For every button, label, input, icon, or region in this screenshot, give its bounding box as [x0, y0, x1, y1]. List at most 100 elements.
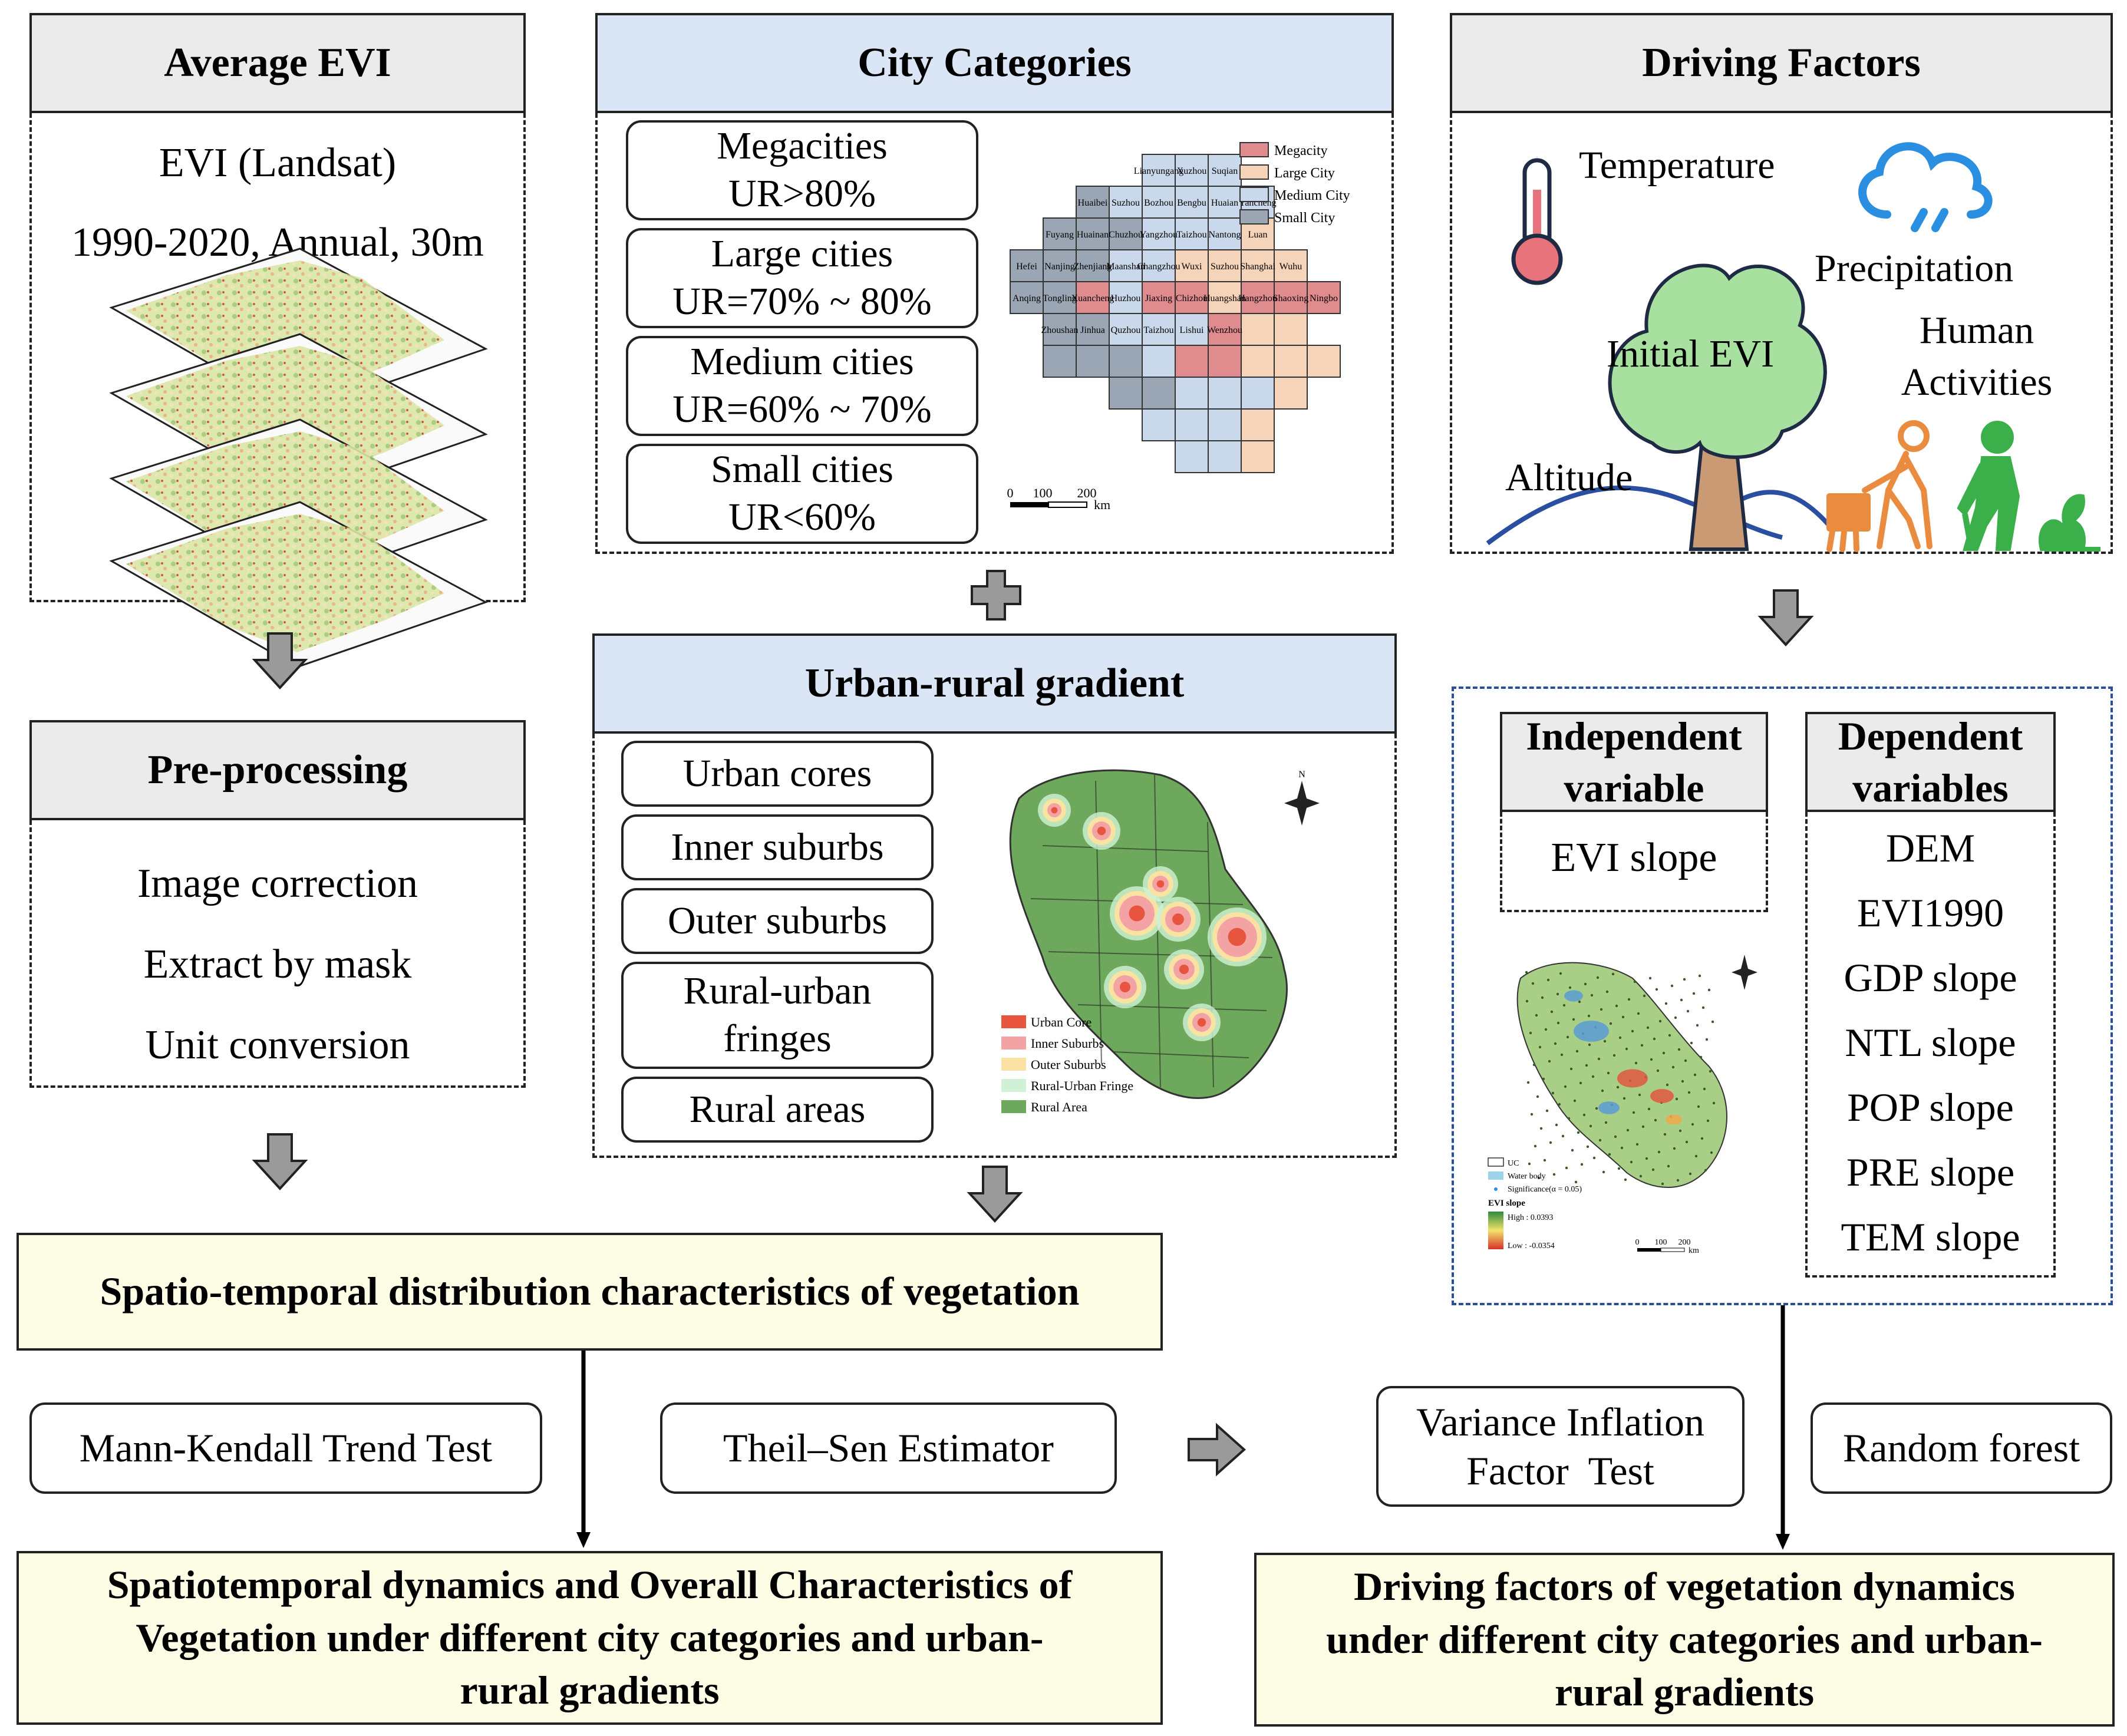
city-legend-label: Small City	[1274, 210, 1335, 226]
independent-title-line2: variable	[1564, 765, 1704, 810]
output-right-line1: Driving factors of vegetation dynamics	[1354, 1563, 2015, 1609]
city-region	[1208, 345, 1242, 378]
city-name-label: Xuzhou	[1177, 166, 1207, 176]
output-left-line2: Vegetation under different city categori…	[136, 1615, 1044, 1660]
city-legend-swatch	[1239, 209, 1269, 225]
city-name-label: Wenzhou	[1207, 325, 1242, 335]
urban-core-spot	[1156, 880, 1165, 888]
dependent-variable-item: EVI1990	[1856, 890, 2004, 935]
city-region	[1175, 440, 1209, 473]
tree-icon	[1608, 263, 1827, 551]
city-legend-label: Large City	[1274, 166, 1335, 181]
gradient-zone-label: Rural areas	[689, 1087, 866, 1131]
city-name-label: Chizhou	[1176, 293, 1208, 303]
gradient-map-boundary	[1207, 821, 1214, 1088]
altitude-curve-icon	[1486, 486, 1783, 546]
spatio-temporal-title: Spatio-temporal distribution characteris…	[100, 1269, 1080, 1314]
city-region	[1109, 377, 1143, 410]
city-category-rule: UR<60%	[728, 496, 876, 539]
city-region	[1274, 313, 1308, 346]
gradient-legend-swatch	[1001, 1100, 1026, 1113]
gradient-legend-swatch	[1001, 1058, 1026, 1071]
label-human-line2: Activities	[1901, 361, 2053, 404]
city-name-label: Huaibei	[1078, 198, 1108, 208]
city-name-label: Shaoxing	[1273, 293, 1308, 303]
city-name-label: Jinhua	[1080, 325, 1105, 335]
city-region	[1175, 345, 1209, 378]
city-name-label: Maanshan	[1106, 262, 1145, 272]
connector-right	[1776, 1305, 1790, 1550]
city-region	[1142, 408, 1176, 441]
city-region	[1076, 313, 1110, 346]
city-region	[1241, 377, 1275, 410]
average-evi-panel: EVI (Landsat) 1990-2020, Annual, 30m	[29, 113, 526, 668]
city-name-label: Tongling	[1043, 293, 1077, 303]
sig-legend-uc: UC	[1508, 1159, 1519, 1168]
city-name-label: Xuancheng	[1071, 293, 1114, 303]
urban-rural-header: Urban-rural gradient	[592, 633, 1397, 734]
gradient-legend-label: Inner Suburbs	[1031, 1036, 1104, 1051]
city-name-label: Wuxi	[1182, 262, 1202, 272]
city-region	[1076, 345, 1110, 378]
urban-core-spot	[1228, 928, 1246, 946]
city-region	[1208, 217, 1242, 250]
north-label: N	[1298, 770, 1305, 780]
gradient-map-boundary	[1113, 1051, 1249, 1058]
urban-core-spot	[1051, 807, 1058, 814]
urban-core-spot	[1197, 1018, 1206, 1027]
city-region	[1208, 281, 1242, 314]
vif-line1: Variance Inflation	[1416, 1399, 1704, 1444]
evi-layer-stack-image	[109, 247, 488, 668]
independent-evi-slope: EVI slope	[1551, 835, 1717, 880]
city-region	[1142, 186, 1176, 219]
city-region	[1175, 249, 1209, 282]
city-name-label: Wuhu	[1280, 262, 1302, 272]
output-left-line3: rural gradients	[460, 1668, 720, 1713]
city-name-label: Taizhou	[1143, 325, 1173, 335]
thermometer-icon	[1511, 158, 1563, 285]
gradient-legend-label: Rural-Urban Fringe	[1031, 1078, 1133, 1093]
evi-layer-raster	[126, 514, 444, 652]
city-region	[1142, 313, 1176, 346]
output-left-box: Spatiotemporal dynamics and Overall Char…	[17, 1551, 1163, 1725]
dependent-variable-item: POP slope	[1847, 1085, 2014, 1130]
sig-scale-tick: 100	[1655, 1238, 1667, 1247]
city-region	[1043, 313, 1077, 346]
gradient-legend-label: Outer Suburbs	[1031, 1057, 1106, 1072]
driving-factors-panel: Temperature Precipitation Initial EVI Hu…	[1450, 113, 2113, 554]
rain-cloud-icon	[1858, 142, 1993, 232]
sig-legend-slope-title: EVI slope	[1488, 1199, 1525, 1208]
connector-left	[576, 1351, 591, 1548]
city-region	[1307, 281, 1341, 314]
city-name-label: Lishui	[1180, 325, 1204, 335]
city-region	[1175, 408, 1209, 441]
label-precipitation: Precipitation	[1815, 247, 2013, 290]
city-region	[1076, 281, 1110, 314]
plus-icon	[971, 570, 1021, 621]
label-initial-evi: Initial EVI	[1607, 332, 1774, 375]
city-name-label: Zhoushan	[1041, 325, 1078, 335]
random-forest-box: Random forest	[1811, 1402, 2112, 1494]
city-name-label: Nanjing	[1044, 262, 1075, 272]
city-region	[1175, 154, 1209, 187]
city-name-label: Nantong	[1208, 230, 1241, 240]
urban-rural-title: Urban-rural gradient	[804, 661, 1185, 706]
city-region	[1109, 186, 1143, 219]
city-category-name: Medium cities	[690, 340, 914, 384]
city-category-name: Megacities	[717, 124, 888, 168]
city-scale-tick: 0	[1007, 486, 1014, 500]
city-name-label: Chuzhou	[1109, 230, 1143, 240]
city-name-label: Ningbo	[1310, 293, 1338, 303]
urban-core-spot	[1120, 982, 1130, 992]
city-region	[1208, 313, 1242, 346]
preprocessing-header: Pre-processing	[29, 720, 526, 820]
gradient-zone-label: Inner suburbs	[671, 825, 884, 869]
sig-scale-unit: km	[1689, 1246, 1699, 1255]
output-right-line2: under different city categories and urba…	[1326, 1616, 2043, 1662]
dependent-variable-item: NTL slope	[1845, 1020, 2016, 1065]
